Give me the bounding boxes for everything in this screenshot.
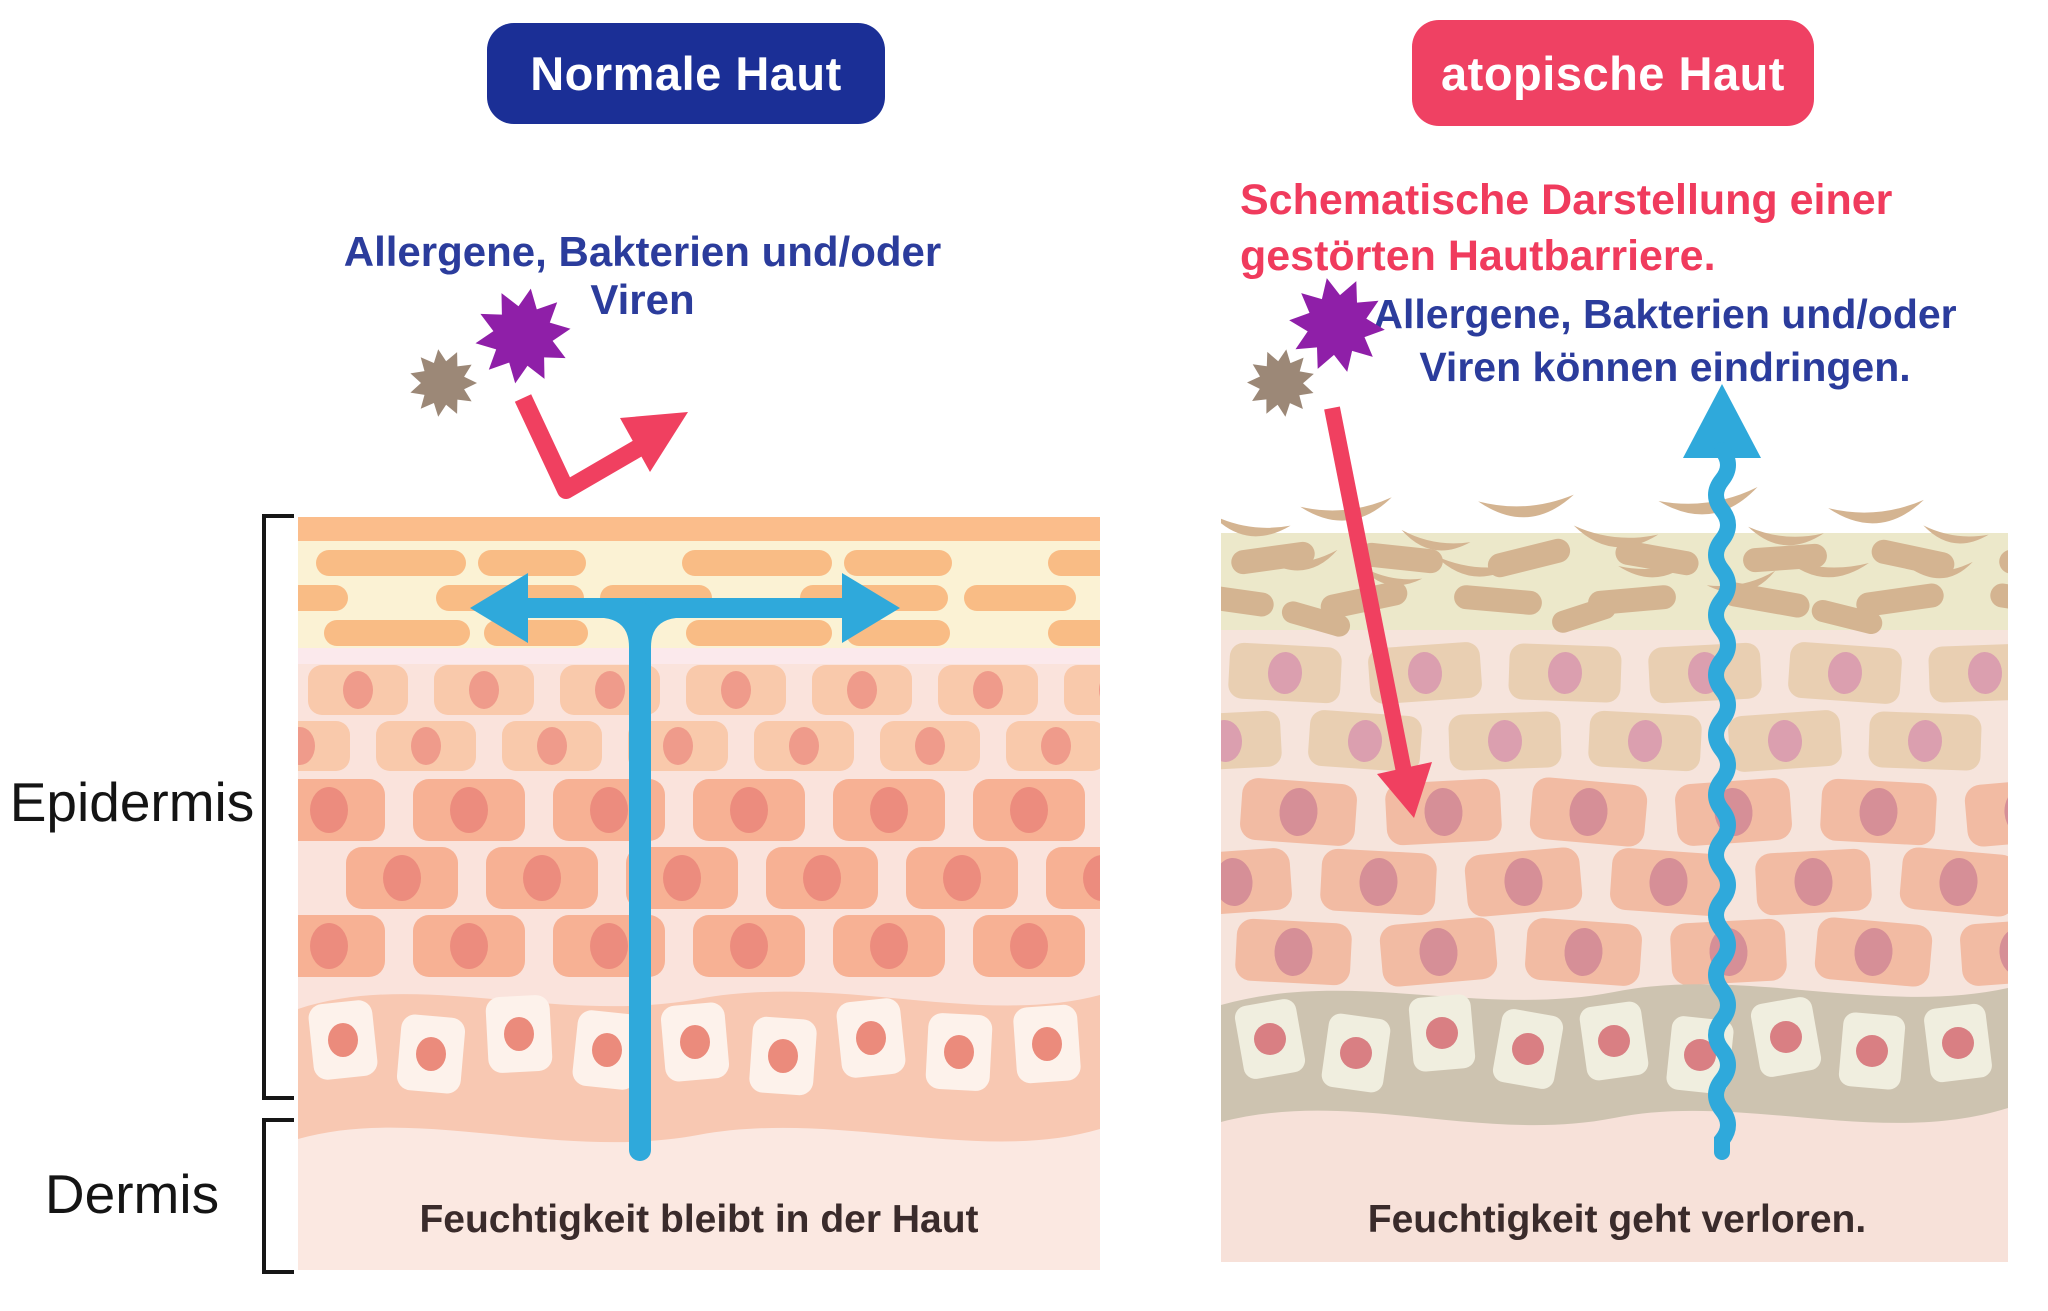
allergens-note-left: Allergene, Bakterien und/oder Viren <box>343 228 942 323</box>
dermis-label: Dermis <box>44 1163 220 1225</box>
normal-skin-badge-label: Normale Haut <box>530 47 842 100</box>
allergens-note-right-line1: Allergene, Bakterien und/oder <box>1373 291 1957 337</box>
atopic-skin-badge: atopische Haut <box>1412 20 1814 126</box>
moisture-caption-left: Feuchtigkeit bleibt in der Haut <box>419 1198 979 1241</box>
normal-skin-diagram <box>298 517 1100 1270</box>
allergens-note-right: Allergene, Bakterien und/oder Viren könn… <box>1355 288 1975 394</box>
epidermis-label: Epidermis <box>9 771 255 833</box>
moisture-caption-right: Feuchtigkeit geht verloren. <box>1367 1198 1867 1241</box>
normal-skin-badge: Normale Haut <box>487 23 885 124</box>
disturbed-barrier-heading-line1: Schematische Darstellung einer <box>1240 176 1893 224</box>
atopic-skin-badge-label: atopische Haut <box>1441 46 1785 100</box>
disturbed-barrier-heading-line2: gestörten Hautbarriere. <box>1240 232 1716 280</box>
epidermis-bracket <box>262 514 294 1100</box>
dermis-bracket <box>262 1118 294 1274</box>
allergens-note-right-line2: Viren können eindringen. <box>1419 344 1911 390</box>
atopic-skin-diagram <box>1221 487 2008 1262</box>
disturbed-barrier-heading: Schematische Darstellung einer gestörten… <box>1240 172 1960 284</box>
